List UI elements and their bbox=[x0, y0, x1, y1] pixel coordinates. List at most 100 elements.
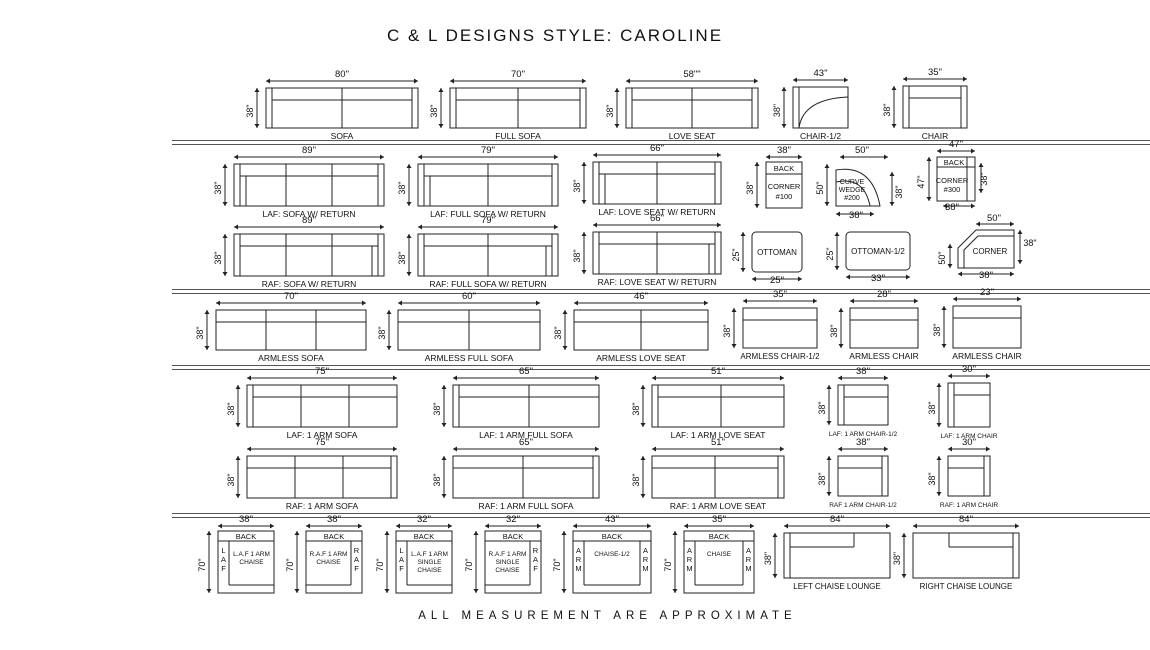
arrow-head bbox=[485, 523, 489, 529]
arrow-head bbox=[971, 148, 975, 154]
arrow-head bbox=[247, 375, 251, 381]
arrow-head bbox=[937, 148, 941, 154]
width-label: 35" bbox=[773, 289, 787, 300]
depth-label: 38" bbox=[572, 249, 582, 262]
arrow-head bbox=[414, 78, 418, 84]
arm-label: A bbox=[746, 546, 751, 555]
chaise-label: CHAISE bbox=[239, 559, 264, 566]
piece-caption: LAF: FULL SOFA W/ RETURN bbox=[430, 209, 546, 219]
arm-label: A bbox=[354, 555, 359, 564]
arm-label: L bbox=[221, 546, 225, 555]
arm-label: M bbox=[575, 564, 581, 573]
arrow-head bbox=[294, 531, 300, 535]
arrow-head bbox=[235, 456, 241, 460]
piece-caption: ARMLESS FULL SOFA bbox=[425, 353, 514, 363]
arrow-head bbox=[235, 385, 241, 389]
arrow-head bbox=[234, 154, 238, 160]
furniture-piece: 89"38"LAF: SOFA W/ RETURN bbox=[213, 145, 385, 219]
depth-label: 38" bbox=[829, 324, 839, 337]
furniture-piece: 70"38"ARMLESS SOFA bbox=[195, 291, 367, 363]
depth-label: 38" bbox=[932, 323, 942, 336]
arrow-head bbox=[953, 296, 957, 302]
arm-label: R bbox=[576, 555, 582, 564]
ottoman-half: OTTOMAN-1/225"33" bbox=[825, 231, 911, 284]
back-label: BACK bbox=[414, 532, 434, 541]
arrow-head bbox=[595, 375, 599, 381]
chaise-label: R.A.F 1 ARM bbox=[310, 551, 348, 558]
furniture-piece: 75"38"RAF: 1 ARM SOFA bbox=[226, 437, 398, 511]
depth-label: 70" bbox=[464, 558, 474, 571]
width-label: 79" bbox=[481, 215, 495, 226]
width-label: 84" bbox=[959, 514, 973, 525]
arrow-head bbox=[581, 200, 587, 204]
arrow-head bbox=[362, 300, 366, 306]
arrow-head bbox=[647, 523, 651, 529]
piece-outline bbox=[957, 229, 1015, 269]
width-label: 75" bbox=[315, 366, 329, 377]
piece-caption: RAF: SOFA W/ RETURN bbox=[262, 279, 356, 289]
arrow-head bbox=[780, 375, 784, 381]
arrow-head bbox=[971, 203, 975, 209]
arm-label: A bbox=[533, 555, 538, 564]
arrow-head bbox=[884, 446, 888, 452]
furniture-piece: 60"38"ARMLESS FULL SOFA bbox=[377, 291, 541, 363]
arrow-head bbox=[537, 523, 541, 529]
arrow-head bbox=[906, 274, 910, 280]
piece-outline bbox=[651, 384, 785, 428]
arrow-head bbox=[294, 589, 300, 593]
arrow-head bbox=[834, 266, 840, 270]
depth-label: 38" bbox=[397, 181, 407, 194]
piece-outline bbox=[952, 305, 1022, 349]
piece-caption: CHAIR bbox=[922, 131, 948, 141]
row-divider bbox=[172, 289, 1150, 294]
arrow-head bbox=[870, 211, 874, 217]
back-label: BACK bbox=[236, 532, 256, 541]
arrow-head bbox=[393, 375, 397, 381]
width-label: 65" bbox=[519, 437, 533, 448]
arrow-head bbox=[936, 492, 942, 496]
piece-caption: SOFA bbox=[331, 131, 354, 141]
arm-label: R bbox=[533, 546, 539, 555]
piece-outline bbox=[305, 530, 363, 594]
arrow-head bbox=[396, 523, 400, 529]
arrow-head bbox=[406, 164, 412, 168]
piece-outline bbox=[845, 231, 911, 271]
arrow-head bbox=[581, 232, 587, 236]
width-label: 32" bbox=[506, 514, 520, 525]
arm-label: M bbox=[686, 564, 692, 573]
arrow-head bbox=[450, 78, 454, 84]
piece-outline bbox=[936, 156, 976, 202]
arrow-head bbox=[731, 308, 737, 312]
arrow-head bbox=[1017, 296, 1021, 302]
arrow-head bbox=[473, 589, 479, 593]
furniture-piece: 28"38"ARMLESS CHAIR bbox=[829, 289, 919, 361]
depth-label: 38" bbox=[979, 172, 989, 185]
width-label: 46" bbox=[634, 291, 648, 302]
piece-caption: OTTOMAN bbox=[757, 248, 797, 257]
arrow-head bbox=[978, 189, 984, 193]
arrow-head bbox=[222, 272, 228, 276]
arrow-head bbox=[398, 300, 402, 306]
piece-outline bbox=[837, 384, 889, 426]
piece-outline bbox=[484, 530, 542, 594]
arrow-head bbox=[358, 523, 362, 529]
chaise-label: CHAISE-1/2 bbox=[594, 551, 630, 558]
arrow-head bbox=[581, 162, 587, 166]
piece-outline bbox=[452, 384, 600, 428]
piece-caption: RAF: 1 ARM FULL SOFA bbox=[478, 501, 573, 511]
arrow-head bbox=[561, 531, 567, 535]
chaise-label: L.A.F 1 ARM bbox=[411, 551, 448, 558]
arrow-head bbox=[222, 164, 228, 168]
width-label: 89" bbox=[302, 145, 316, 156]
chaise-label: R.A.F 1 ARM bbox=[489, 551, 527, 558]
arrow-head bbox=[836, 211, 840, 217]
arrow-head bbox=[914, 298, 918, 304]
chaise-label: CHAISE bbox=[417, 567, 442, 574]
depth-label: 38" bbox=[745, 181, 755, 194]
width-label: 51" bbox=[711, 437, 725, 448]
wedge-outline bbox=[835, 170, 880, 207]
chaise-label: SINGLE bbox=[496, 559, 521, 566]
arrow-head bbox=[473, 531, 479, 535]
